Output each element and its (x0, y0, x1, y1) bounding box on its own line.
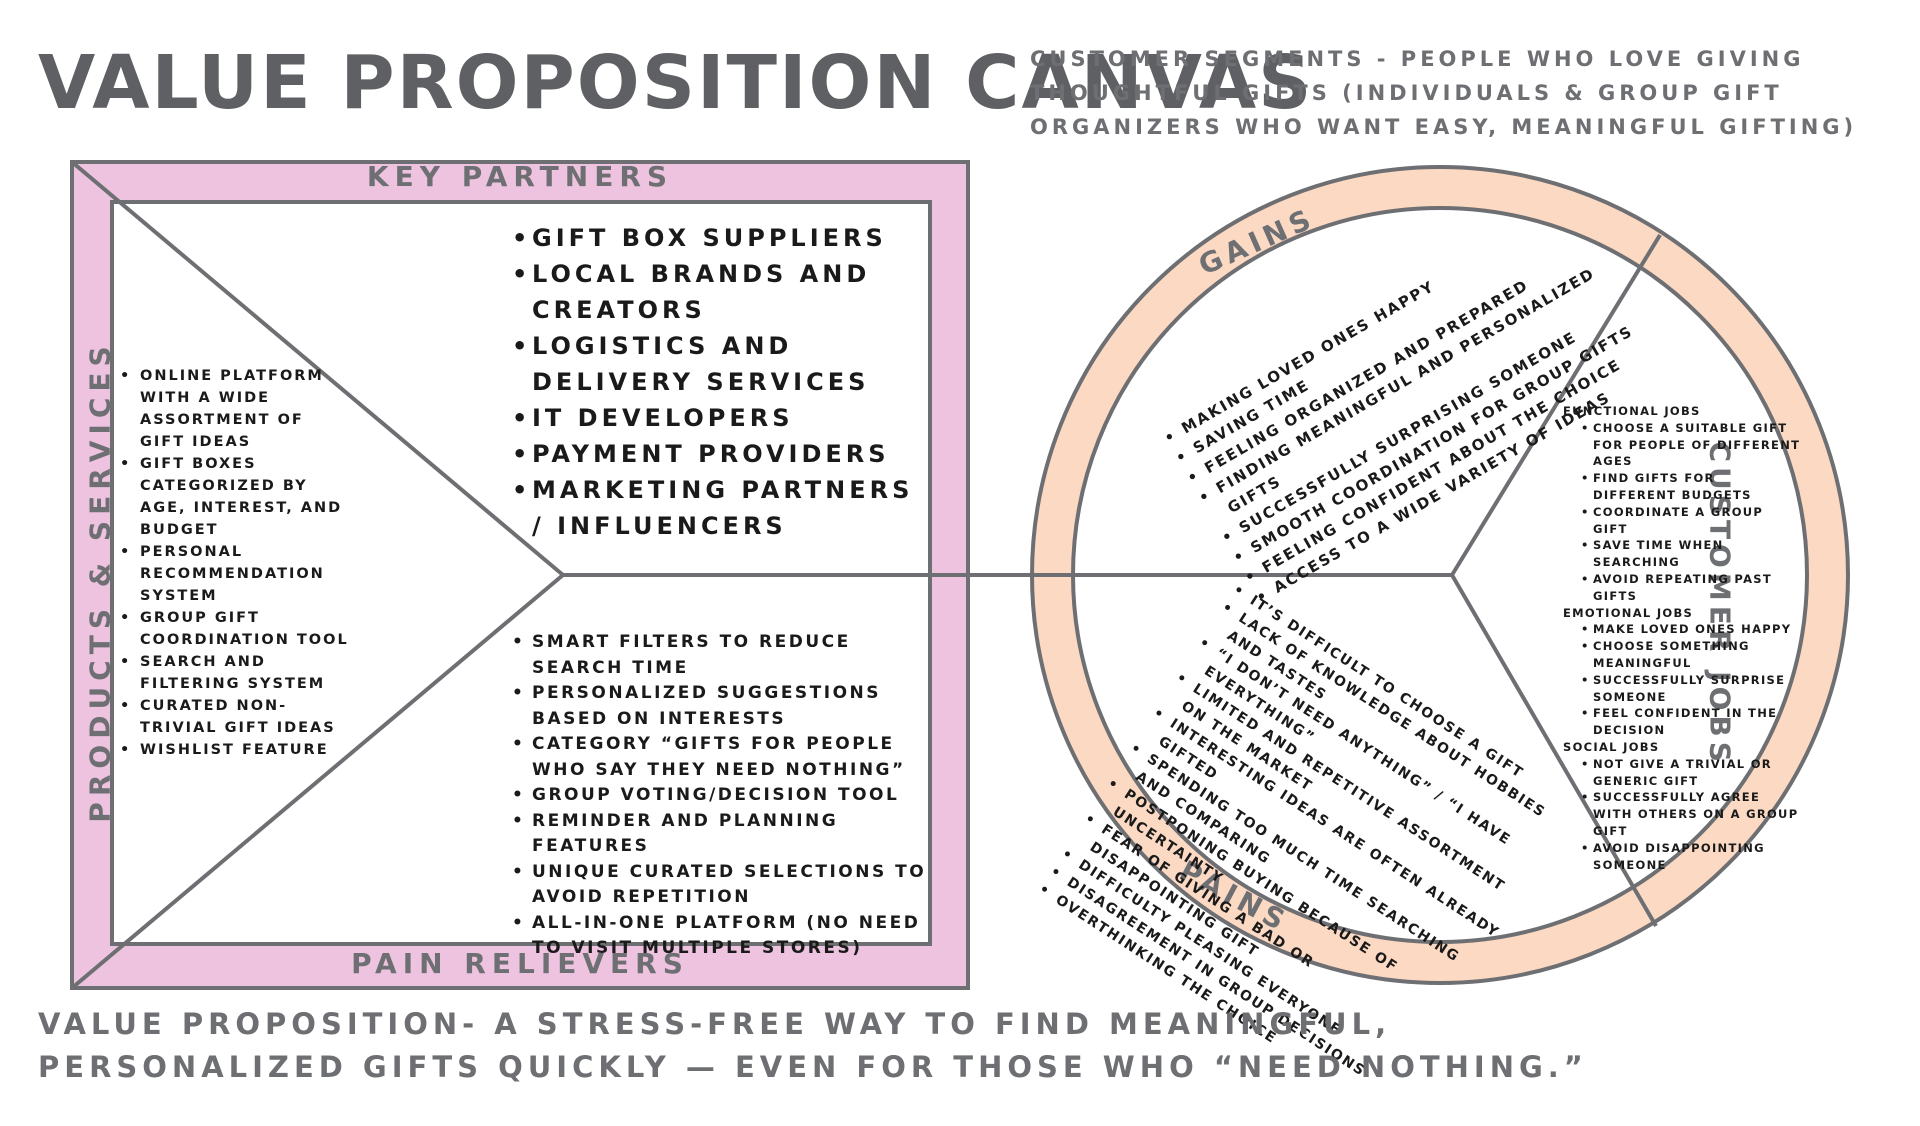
list-item: PERSONAL RECOMMENDATION SYSTEM (120, 541, 350, 607)
key-partners-list: GIFT BOX SUPPLIERS LOCAL BRANDS AND CREA… (512, 220, 932, 544)
list-item: SAVE TIME WHEN SEARCHING (1581, 537, 1803, 571)
value-proposition-statement: VALUE PROPOSITION- A STRESS-FREE WAY TO … (38, 1007, 1588, 1084)
list-item: AVOID REPEATING PAST GIFTS (1581, 571, 1803, 605)
products-services-label: PRODUCTS & SERVICES (83, 340, 117, 823)
list-item: SUCCESSFULLY SURPRISE SOMEONE (1581, 672, 1803, 706)
list-item: UNIQUE CURATED SELECTIONS TO AVOID REPET… (512, 860, 932, 911)
list-item: GROUP VOTING/DECISION TOOL (512, 783, 932, 809)
list-item: CHOOSE A SUITABLE GIFT FOR PEOPLE OF DIF… (1581, 420, 1803, 470)
list-item: LOCAL BRANDS AND CREATORS (512, 256, 932, 328)
page-title: VALUE PROPOSITION CANVAS (38, 40, 1314, 126)
list-item: PAYMENT PROVIDERS (512, 436, 932, 472)
list-item: GIFT BOXES CATEGORIZED BY AGE, INTEREST,… (120, 453, 350, 541)
list-item: SMART FILTERS TO REDUCE SEARCH TIME (512, 630, 932, 681)
list-item: MARKETING PARTNERS / INFLUENCERS (512, 472, 932, 544)
list-item: LOGISTICS AND DELIVERY SERVICES (512, 328, 932, 400)
list-item: IT DEVELOPERS (512, 400, 932, 436)
key-partners-label: KEY PARTNERS (366, 160, 674, 193)
list-item: SUCCESSFULLY AGREE WITH OTHERS ON A GROU… (1581, 789, 1803, 839)
list-item: SEARCH AND FILTERING SYSTEM (120, 651, 350, 695)
list-item: MAKE LOVED ONES HAPPY (1581, 621, 1803, 638)
products-services-list: ONLINE PLATFORM WITH A WIDE ASSORTMENT O… (120, 365, 350, 761)
list-item: PERSONALIZED SUGGESTIONS BASED ON INTERE… (512, 681, 932, 732)
list-item: NOT GIVE A TRIVIAL OR GENERIC GIFT (1581, 756, 1803, 790)
list-item: ALL-IN-ONE PLATFORM (NO NEED TO VISIT MU… (512, 911, 932, 962)
list-item: ONLINE PLATFORM WITH A WIDE ASSORTMENT O… (120, 365, 350, 453)
list-item: WISHLIST FEATURE (120, 739, 350, 761)
list-item: GROUP GIFT COORDINATION TOOL (120, 607, 350, 651)
functional-jobs-title: FUNCTIONAL JOBS (1563, 404, 1701, 418)
customer-segments: CUSTOMER SEGMENTS - PEOPLE WHO LOVE GIVI… (1030, 47, 1858, 139)
list-item: AVOID DISAPPOINTING SOMEONE (1581, 840, 1803, 874)
list-item: REMINDER AND PLANNING FEATURES (512, 809, 932, 860)
social-jobs-title: SOCIAL JOBS (1563, 739, 1660, 754)
list-item: FEEL CONFIDENT IN THE DECISION (1581, 705, 1803, 739)
list-item: CATEGORY “GIFTS FOR PEOPLE WHO SAY THEY … (512, 732, 932, 783)
list-item: GIFT BOX SUPPLIERS (512, 220, 932, 256)
pain-relievers-list: SMART FILTERS TO REDUCE SEARCH TIME PERS… (512, 630, 932, 962)
emotional-jobs-title: EMOTIONAL JOBS (1563, 605, 1694, 620)
list-item: COORDINATE A GROUP GIFT (1581, 504, 1803, 538)
list-item: CHOOSE SOMETHING MEANINGFUL (1581, 638, 1803, 672)
list-item: CURATED NON-TRIVIAL GIFT IDEAS (120, 695, 350, 739)
list-item: FIND GIFTS FOR DIFFERENT BUDGETS (1581, 470, 1803, 504)
customer-jobs-list: FUNCTIONAL JOBS CHOOSE A SUITABLE GIFT F… (1563, 403, 1803, 873)
value-map-diagonal-bottom (70, 573, 565, 990)
